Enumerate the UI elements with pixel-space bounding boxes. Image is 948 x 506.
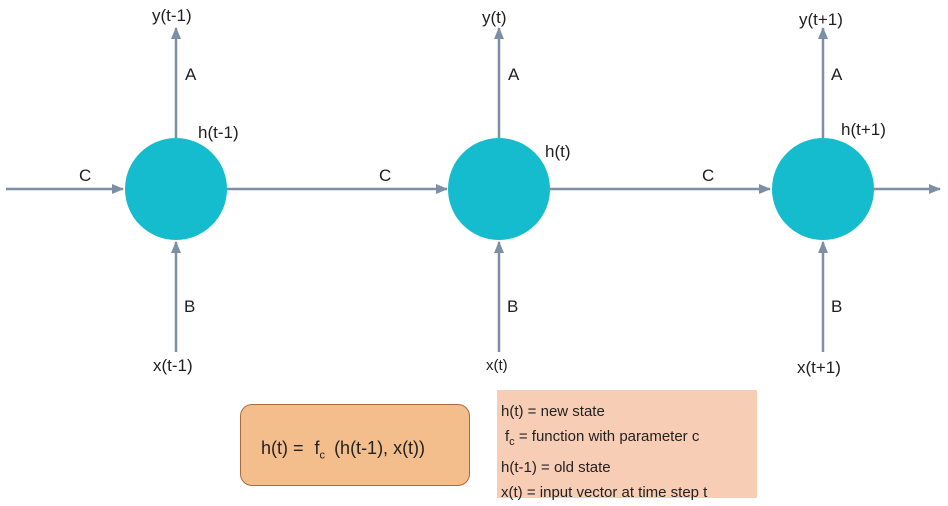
weight-b-label-2: B [507,297,519,316]
hidden-label-3: h(t+1) [841,120,886,139]
legend-term: h(t) [501,403,524,420]
weight-a-label-1: A [185,65,197,84]
legend-term: f [505,428,510,445]
legend-text: = input vector at time step t [526,484,708,501]
hidden-node-3 [772,138,874,240]
legend-item-old-state: h(t-1) = old state [501,455,757,480]
formula-lhs: h(t) = [261,438,304,458]
legend-item-function: fc = function with parameter c [501,424,757,455]
legend-term: h(t-1) [501,459,537,476]
hidden-label-1: h(t-1) [198,123,239,142]
legend-text: = old state [541,459,611,476]
legend-term-subscript: c [509,436,515,448]
legend-text: = function with parameter c [518,428,700,445]
weight-a-label-3: A [831,65,843,84]
formula-args: (h(t-1), x(t)) [334,438,426,458]
state-update-formula: h(t) = fc (h(t-1), x(t)) [261,439,425,462]
weight-b-label-1: B [184,297,196,316]
weight-c-label-2: C [379,166,392,185]
input-label-3: x(t+1) [797,358,841,377]
weight-b-label-3: B [831,297,843,316]
legend-term: x(t) [501,484,523,501]
input-label-1: x(t-1) [153,356,193,375]
hidden-label-2: h(t) [545,142,571,161]
legend-box: h(t) = new state fc = function with para… [497,390,757,501]
weight-c-label-1: C [79,166,92,185]
weight-a-label-2: A [508,65,520,84]
legend-text: = new state [527,403,605,420]
output-label-1: y(t-1) [152,6,192,25]
formula-function-subscript: c [319,449,326,462]
input-label-2: x(t) [486,357,508,374]
hidden-node-1 [125,138,227,240]
formula-function: f [314,438,320,458]
weight-c-label-3: C [702,166,715,185]
hidden-node-2 [448,138,550,240]
legend-item-new-state: h(t) = new state [501,399,757,424]
output-label-2: y(t) [482,8,507,27]
legend-item-input-vector: x(t) = input vector at time step t [501,480,757,505]
formula-box: h(t) = fc (h(t-1), x(t)) [240,404,470,486]
output-label-3: y(t+1) [799,10,843,29]
